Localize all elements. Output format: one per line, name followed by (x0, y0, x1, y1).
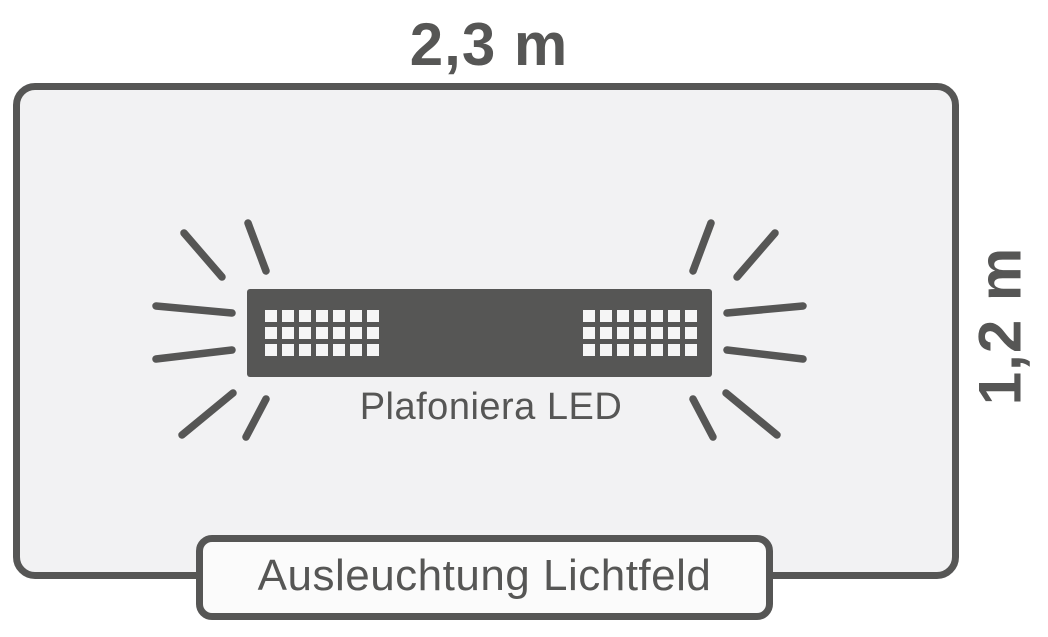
led-panel-body (247, 289, 712, 377)
led-dot (617, 327, 629, 339)
led-dot (265, 310, 277, 322)
led-dot (651, 310, 663, 322)
led-dot-grid-right (583, 310, 697, 356)
led-dot (634, 327, 646, 339)
led-dot (333, 344, 345, 356)
caption-box: Ausleuchtung Lichtfeld (196, 535, 773, 620)
led-dot-grid-left (265, 310, 379, 356)
led-dot (367, 344, 379, 356)
led-dot (333, 327, 345, 339)
led-dot (333, 310, 345, 322)
height-dimension-label: 1,2 m (966, 246, 1034, 406)
led-dot (367, 327, 379, 339)
light-rays-left-icon (152, 219, 270, 441)
led-dot (282, 310, 294, 322)
led-dot (651, 327, 663, 339)
led-dot (282, 344, 294, 356)
lamp-label: Plafoniera LED (359, 386, 623, 428)
led-dot (685, 310, 697, 322)
led-dot (299, 310, 311, 322)
led-dot (316, 344, 328, 356)
led-ceiling-lamp-icon (152, 219, 807, 441)
led-dot (299, 327, 311, 339)
led-dot (634, 310, 646, 322)
caption-label: Ausleuchtung Lichtfeld (257, 550, 712, 600)
led-dot (685, 327, 697, 339)
led-dot (668, 344, 680, 356)
led-dot (668, 327, 680, 339)
led-dot (617, 310, 629, 322)
led-dot (617, 344, 629, 356)
led-dot (265, 327, 277, 339)
led-dot (350, 310, 362, 322)
led-dot (583, 344, 595, 356)
led-dot (685, 344, 697, 356)
led-dot (668, 310, 680, 322)
led-dot (367, 310, 379, 322)
led-dot (600, 344, 612, 356)
led-dot (600, 310, 612, 322)
led-dot (350, 344, 362, 356)
led-dot (634, 344, 646, 356)
led-dot (316, 327, 328, 339)
led-dot (600, 327, 612, 339)
led-dot (583, 327, 595, 339)
led-dot (282, 327, 294, 339)
width-dimension-label: 2,3 m (409, 11, 569, 78)
led-dot (350, 327, 362, 339)
led-dot (299, 344, 311, 356)
led-dot (316, 310, 328, 322)
light-rays-right-icon (689, 219, 807, 441)
led-dot (583, 310, 595, 322)
led-dot (265, 344, 277, 356)
led-dot (651, 344, 663, 356)
